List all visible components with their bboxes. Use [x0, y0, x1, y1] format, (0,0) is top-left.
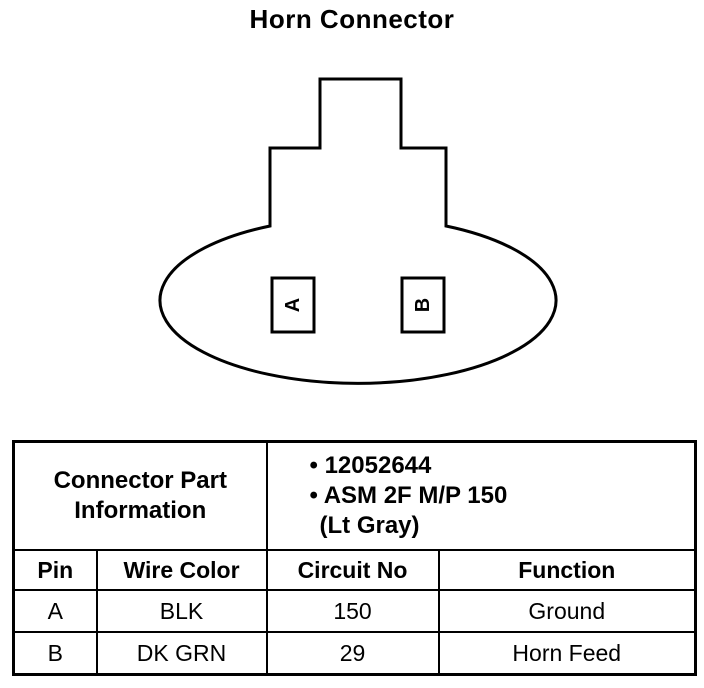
table-row: B DK GRN 29 Horn Feed — [12, 631, 697, 676]
connector-info-table: Connector Part Information • 12052644 • … — [12, 440, 698, 676]
header-wire-color: Wire Color — [95, 548, 268, 592]
pin-b-label: B — [412, 298, 434, 312]
part-number: • 12052644 — [309, 451, 432, 479]
part-info-row: Connector Part Information • 12052644 • … — [12, 440, 697, 551]
row-a-wire-color: BLK — [95, 589, 268, 634]
connector-drawing: A B — [158, 77, 558, 385]
part-info-value-cell: • 12052644 • ASM 2F M/P 150 (Lt Gray) — [265, 440, 697, 551]
header-pin: Pin — [12, 548, 98, 592]
row-b-function: Horn Feed — [437, 631, 697, 676]
row-a-function: Ground — [437, 589, 697, 634]
part-color: (Lt Gray) — [319, 511, 420, 539]
pin-a-box — [270, 276, 316, 334]
row-a-circuit-no: 150 — [265, 589, 440, 634]
pin-a-label: A — [282, 298, 304, 312]
part-assembly: • ASM 2F M/P 150 — [309, 481, 508, 509]
row-a-pin: A — [12, 589, 98, 634]
row-b-wire-color: DK GRN — [95, 631, 268, 676]
header-function: Function — [437, 548, 697, 592]
table-header-row: Pin Wire Color Circuit No Function — [12, 548, 697, 592]
part-info-label-line1: Connector Part — [53, 466, 227, 494]
part-info-label-line2: Information — [74, 496, 207, 524]
connector-body-outline — [158, 77, 558, 385]
diagram-title: Horn Connector — [249, 4, 455, 34]
table-row: A BLK 150 Ground — [12, 589, 697, 634]
row-b-pin: B — [12, 631, 98, 676]
pin-b-box — [400, 276, 446, 334]
part-info-label-cell: Connector Part Information — [12, 440, 268, 551]
header-circuit-no: Circuit No — [265, 548, 440, 592]
row-b-circuit-no: 29 — [265, 631, 440, 676]
